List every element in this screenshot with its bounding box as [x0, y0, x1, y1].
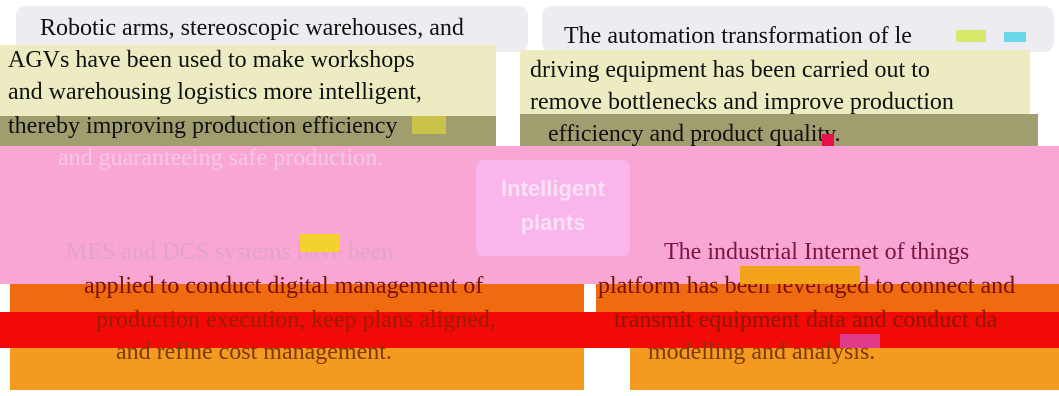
artifact-top-right [956, 30, 986, 42]
top-right-line-1: The automation transformation of le [564, 23, 912, 49]
artifact-low-1 [840, 334, 880, 348]
top-left-line-1: Robotic arms, stereoscopic warehouses, a… [40, 15, 464, 41]
artifact-mid-1 [412, 116, 446, 134]
bottom-left-line-3: production execution, keep plans aligned… [96, 307, 496, 333]
artifact-low-2 [822, 134, 834, 146]
top-right-line-4: efficiency and product quality. [548, 121, 841, 147]
top-right-band [520, 50, 1030, 116]
artifact-mid-2 [300, 234, 340, 252]
bottom-mid-strip [584, 348, 630, 390]
center-label: Intelligent plants [501, 176, 605, 235]
bottom-right-line-4: modelling and analysis. [648, 339, 876, 365]
bottom-left-line-2: applied to conduct digital management of [84, 273, 484, 299]
top-right-strip [520, 114, 1038, 146]
bottom-right-line-3: transmit equipment data and conduct da [614, 307, 998, 333]
top-left-line-2: AGVs have been used to make workshops [8, 47, 415, 73]
bottom-left-line-4: and refine cost management. [116, 339, 392, 365]
top-left-line-4: thereby improving production efficiency [8, 113, 398, 139]
bottom-red-band [0, 312, 1059, 348]
top-left-band [0, 45, 496, 117]
bottom-left-foot [10, 348, 584, 390]
artifact-mid-3 [740, 266, 860, 284]
bottom-right-foot [630, 348, 1059, 390]
bottom-right-line-1: The industrial Internet of things [664, 239, 970, 265]
bottom-right-band [596, 284, 1059, 314]
top-left-card [16, 6, 528, 52]
center-node [476, 160, 630, 256]
bottom-left-line-1: MES and DCS systems have been [66, 239, 394, 265]
top-left-line-3: and warehousing logistics more intellige… [8, 79, 422, 105]
top-left-line-5: and guaranteeing safe production. [58, 145, 384, 171]
top-right-card [542, 6, 1054, 52]
top-right-line-3: remove bottlenecks and improve productio… [530, 89, 954, 115]
top-right-line-2: driving equipment has been carried out t… [530, 57, 930, 83]
artifact-top-right-2 [1004, 32, 1026, 42]
